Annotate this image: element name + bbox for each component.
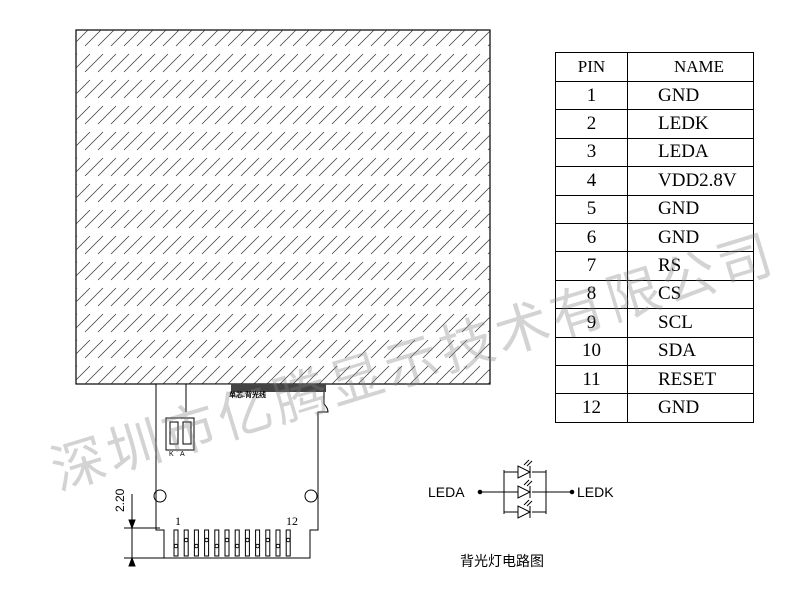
fpc-via (285, 537, 291, 543)
fpc-contact (183, 529, 189, 557)
pin-number-cell: 12 (555, 393, 628, 423)
fpc-via (275, 543, 281, 549)
lcd-glass-panel (75, 29, 491, 385)
fpc-via (183, 537, 189, 543)
dimension-label: 2.20 (113, 488, 127, 512)
fpc-contact (193, 529, 199, 557)
fpc-contact (255, 529, 261, 557)
pin-name-cell: GND (627, 222, 754, 253)
pin-number-cell: 2 (555, 109, 628, 139)
pin-number-cell: 8 (555, 279, 628, 310)
pin-name-cell: RS (627, 251, 754, 281)
pin-name-cell: LEDA (627, 137, 754, 168)
fpc-via (194, 543, 199, 549)
fpc-via (204, 537, 209, 543)
pin-number-cell: 9 (555, 308, 628, 338)
pin-number-cell: 10 (555, 336, 628, 366)
pin-number-cell: 11 (555, 364, 628, 395)
led-symbol (504, 499, 546, 519)
fpc-tail (153, 383, 329, 559)
pin-name-cell: SCL (627, 308, 754, 338)
led-symbol (504, 479, 546, 499)
fpc-contact (234, 529, 240, 557)
fpc-contact (224, 529, 230, 557)
table-header-row: PIN NAME (555, 52, 754, 82)
fpc-via (255, 543, 260, 549)
pin-number-cell: 7 (555, 251, 628, 281)
ledk-label: LEDK (577, 484, 614, 500)
pin-number-cell: 1 (555, 80, 628, 111)
fpc-stiffener (231, 384, 326, 392)
fpc-contact (204, 529, 210, 557)
fpc-via (173, 543, 179, 549)
dimension-marker (124, 494, 164, 567)
backlight-connector-pads (165, 417, 195, 451)
pin-name-cell: GND (627, 194, 754, 224)
fpc-contact (244, 529, 250, 557)
pin-name-cell: SDA (627, 336, 754, 366)
fpc-contact (285, 529, 291, 557)
fpc-via (224, 537, 230, 543)
pin-name-cell: GND (627, 393, 754, 423)
fpc-contact (265, 529, 271, 557)
fpc-via (234, 543, 240, 549)
pin-number-cell: 4 (555, 166, 628, 196)
backlight-circuit-caption: 背光灯电路图 (460, 554, 544, 570)
pin-start-label: 1 (175, 514, 181, 528)
pin-column-header: PIN (555, 52, 628, 82)
a-pad-label: A (180, 451, 185, 458)
pin-name-cell: GND (627, 80, 754, 111)
backlight-led-circuit (477, 459, 575, 519)
led-symbol (504, 459, 546, 479)
pin-number-cell: 6 (555, 222, 628, 253)
pin-name-cell: RESET (627, 364, 754, 395)
fpc-via (265, 537, 271, 543)
pin-number-cell: 3 (555, 137, 628, 168)
fpc-contact (275, 529, 281, 557)
fpc-marking: 单芯.背光线 (229, 392, 266, 399)
mounting-hole-left (153, 489, 167, 503)
mounting-hole-right (304, 489, 318, 503)
fpc-contact (214, 529, 220, 557)
pin-name-cell: VDD2.8V (627, 166, 754, 196)
pin-name-cell: LEDK (627, 109, 754, 139)
name-column-header: NAME (627, 52, 754, 82)
pin-number-cell: 5 (555, 194, 628, 224)
k-pad-label: K (169, 451, 174, 458)
leda-label: LEDA (428, 484, 465, 500)
fpc-contact (173, 529, 179, 557)
pin-end-label: 12 (286, 514, 298, 528)
fpc-via (214, 543, 220, 549)
pin-name-cell: CS (627, 279, 754, 310)
fpc-via (245, 537, 250, 543)
